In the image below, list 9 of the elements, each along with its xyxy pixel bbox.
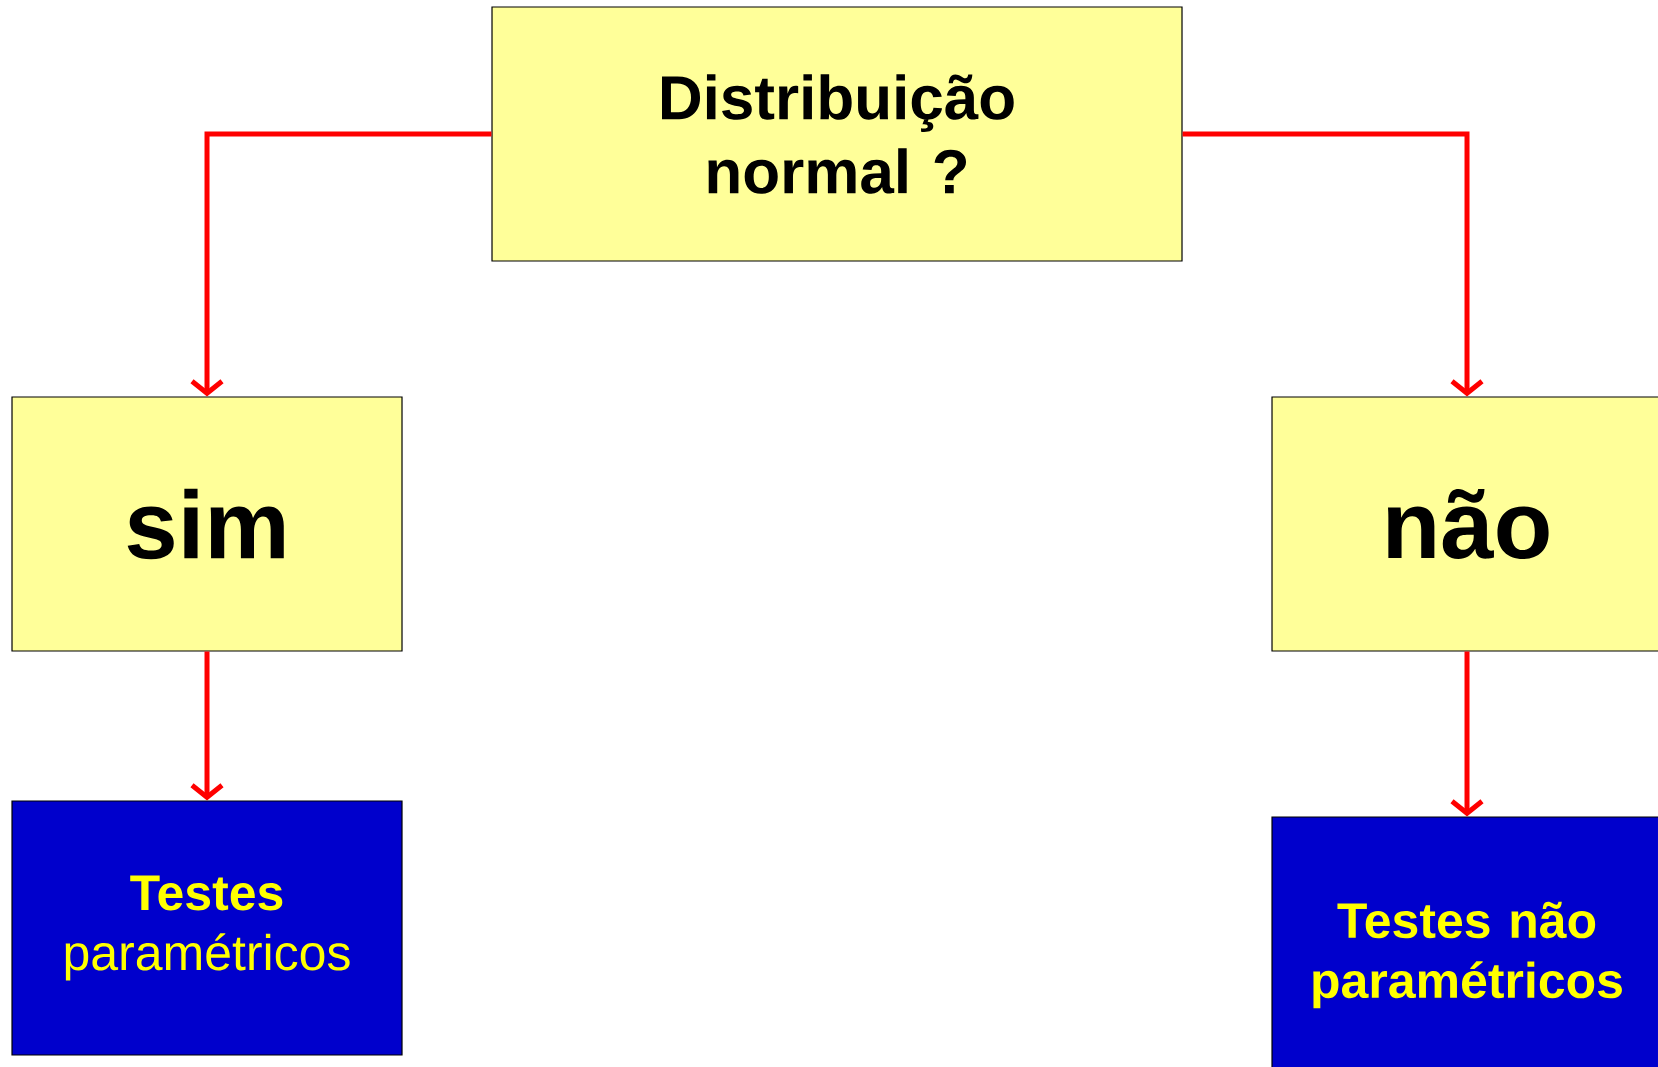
arrow	[1182, 131, 1484, 397]
result-box: Testes não paramétricos	[1271, 816, 1658, 1067]
decision-box: Distribuição normal ?	[491, 6, 1183, 262]
answer-option-box: não	[1271, 396, 1658, 652]
arrow	[1450, 651, 1484, 817]
answer-option-box: sim	[11, 396, 403, 652]
arrow	[190, 131, 492, 397]
arrow	[190, 651, 224, 801]
result-box: Testes paramétricos	[11, 800, 403, 1056]
